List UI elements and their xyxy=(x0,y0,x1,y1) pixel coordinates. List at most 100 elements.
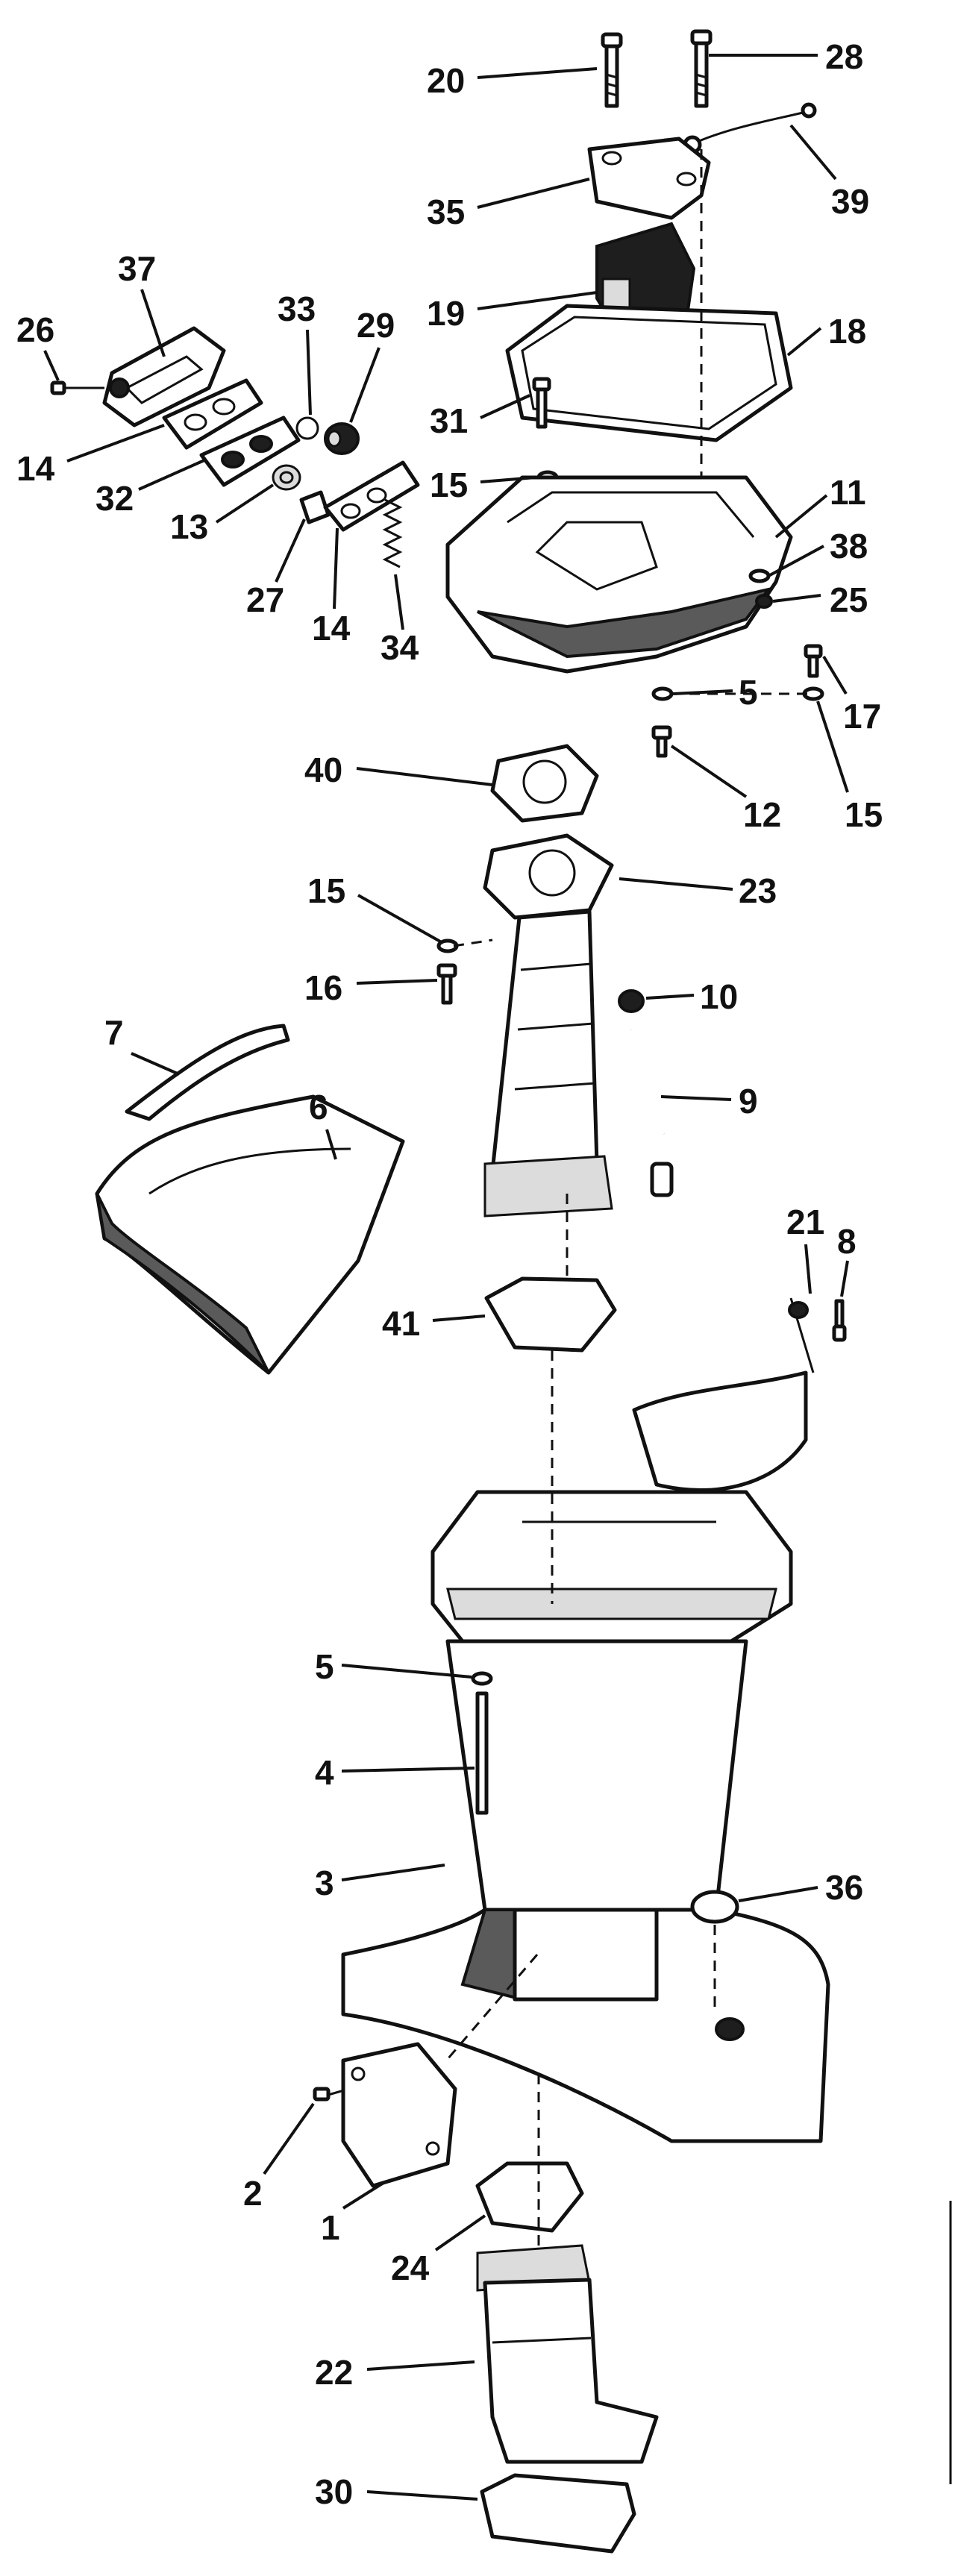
part-16-bolt xyxy=(436,963,457,1005)
callout-24: 24 xyxy=(391,2214,486,2287)
part-27-fitting xyxy=(299,490,331,524)
part-34-spring xyxy=(382,498,403,568)
svg-text:22: 22 xyxy=(315,2353,353,2392)
callout-12: 12 xyxy=(670,745,781,834)
svg-text:34: 34 xyxy=(381,628,419,667)
part-24-seal xyxy=(475,2161,584,2233)
part-4-stud xyxy=(475,1691,489,1815)
callout-14a: 14 xyxy=(16,424,165,488)
svg-text:23: 23 xyxy=(739,871,777,910)
callout-11: 11 xyxy=(774,473,866,539)
svg-text:5: 5 xyxy=(315,1647,334,1686)
callout-23: 23 xyxy=(619,871,777,910)
part-22-exhaust-housing xyxy=(476,2244,659,2464)
part-25-nut xyxy=(755,594,773,609)
callout-2: 2 xyxy=(243,2102,315,2213)
svg-text:20: 20 xyxy=(427,61,465,100)
svg-text:26: 26 xyxy=(16,310,54,349)
callout-15c: 15 xyxy=(307,871,441,943)
callout-39: 39 xyxy=(789,124,869,221)
svg-text:39: 39 xyxy=(831,182,869,221)
part-8-screw xyxy=(832,1299,847,1342)
part-31-screw xyxy=(532,377,551,429)
svg-text:17: 17 xyxy=(843,697,881,736)
svg-text:38: 38 xyxy=(830,527,868,565)
callout-1: 1 xyxy=(321,2181,385,2247)
part-13-sleeve xyxy=(272,464,301,491)
part-20-bolt xyxy=(601,32,623,108)
callout-36: 36 xyxy=(738,1868,863,1907)
callout-34: 34 xyxy=(381,574,419,667)
part-1-cover-plate xyxy=(341,2042,457,2188)
svg-text:16: 16 xyxy=(304,968,342,1007)
part-36-plug xyxy=(690,1890,739,1924)
callout-15b: 15 xyxy=(816,701,883,834)
part-28-bolt xyxy=(690,29,713,108)
svg-text:18: 18 xyxy=(828,312,866,351)
callout-18: 18 xyxy=(786,312,866,357)
svg-text:32: 32 xyxy=(96,479,134,518)
part-10-grommet xyxy=(618,989,645,1013)
part-37-cover xyxy=(102,326,226,427)
svg-text:4: 4 xyxy=(315,1753,334,1792)
callout-14b: 14 xyxy=(312,527,351,648)
svg-text:13: 13 xyxy=(170,507,208,546)
part-5-washer-upper xyxy=(651,686,674,701)
callout-13: 13 xyxy=(170,483,275,546)
callout-28: 28 xyxy=(709,37,863,76)
part-26-screw xyxy=(50,380,104,395)
svg-text:15: 15 xyxy=(845,795,883,834)
callout-22: 22 xyxy=(315,2353,475,2392)
svg-text:41: 41 xyxy=(382,1304,420,1343)
callout-26: 26 xyxy=(16,310,60,381)
part-3-housing xyxy=(341,1490,830,2143)
svg-text:19: 19 xyxy=(427,294,465,333)
callout-35: 35 xyxy=(427,178,590,231)
part-12-bolt xyxy=(651,725,672,758)
svg-text:14: 14 xyxy=(16,449,55,488)
part-33-oring xyxy=(295,416,319,440)
callout-27: 27 xyxy=(246,518,306,619)
svg-text:21: 21 xyxy=(786,1203,824,1241)
callout-37: 37 xyxy=(118,249,166,357)
callout-8: 8 xyxy=(837,1222,857,1297)
part-29-valve xyxy=(324,422,360,455)
part-35-bracket xyxy=(587,137,711,220)
callout-32: 32 xyxy=(96,458,207,518)
svg-text:30: 30 xyxy=(315,2472,353,2511)
svg-text:11: 11 xyxy=(830,473,866,512)
callout-4: 4 xyxy=(315,1753,475,1792)
part-30-gasket xyxy=(480,2473,636,2554)
callout-17: 17 xyxy=(822,655,881,736)
callout-15a: 15 xyxy=(430,466,536,504)
callout-3: 3 xyxy=(315,1864,445,1902)
svg-text:15: 15 xyxy=(307,871,345,910)
svg-text:35: 35 xyxy=(427,192,465,231)
part-18-gasket xyxy=(505,304,793,442)
svg-text:29: 29 xyxy=(357,306,395,345)
svg-text:37: 37 xyxy=(118,249,156,288)
callout-29: 29 xyxy=(349,306,395,423)
svg-text:10: 10 xyxy=(700,977,738,1016)
svg-text:1: 1 xyxy=(321,2208,340,2247)
part-21-shield xyxy=(632,1297,815,1492)
callout-31: 31 xyxy=(430,394,530,440)
svg-text:8: 8 xyxy=(837,1222,857,1261)
callout-41: 41 xyxy=(382,1304,486,1343)
part-11-adapter xyxy=(445,475,793,674)
part-14-gasket-right xyxy=(323,460,420,532)
part-41-seal xyxy=(484,1276,617,1353)
svg-text:27: 27 xyxy=(246,580,284,619)
svg-text:33: 33 xyxy=(278,289,316,328)
callout-38: 38 xyxy=(768,527,868,577)
svg-text:7: 7 xyxy=(104,1013,124,1052)
callout-16: 16 xyxy=(304,968,438,1007)
svg-text:12: 12 xyxy=(743,795,781,834)
callout-5a: 5 xyxy=(672,673,758,712)
part-14-gasket-left xyxy=(162,378,263,450)
callout-19: 19 xyxy=(427,291,598,333)
svg-text:5: 5 xyxy=(739,673,758,712)
callout-30: 30 xyxy=(315,2472,478,2511)
svg-text:25: 25 xyxy=(830,580,868,619)
